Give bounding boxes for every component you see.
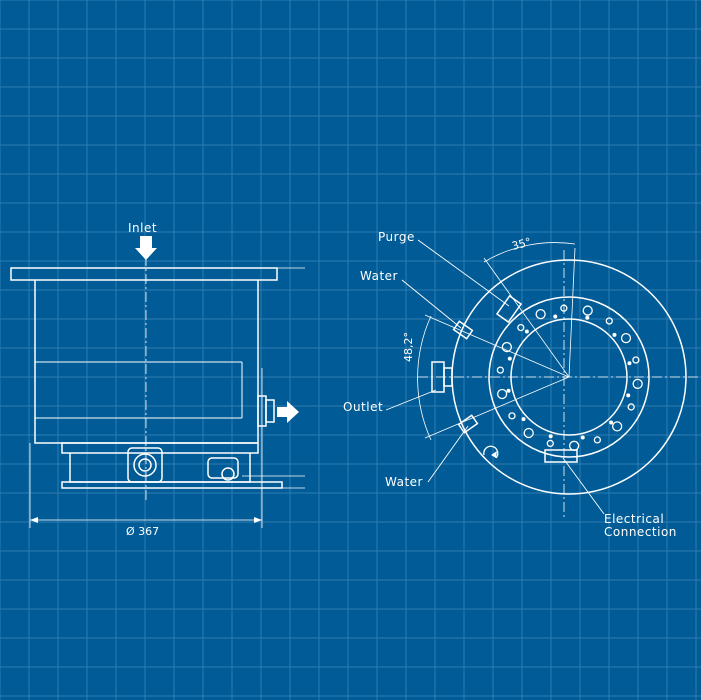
- angle-ray-2: [568, 247, 576, 378]
- small-hole: [612, 332, 617, 337]
- bolt-hole: [627, 403, 635, 411]
- inlet-arrow-icon: [135, 236, 157, 260]
- electrical-leader: [562, 457, 605, 515]
- top-view: [385, 239, 700, 520]
- side-view: [10, 238, 305, 528]
- diameter-label: Ø 367: [126, 525, 159, 538]
- angle-ray-1: [483, 257, 570, 378]
- electrical-label-line2: Connection: [604, 525, 677, 539]
- small-hole: [507, 356, 512, 361]
- bolt-hole: [517, 323, 525, 332]
- angle-ray-4: [424, 376, 570, 439]
- top-flange: [10, 267, 278, 281]
- dim-arrow-left: [30, 517, 38, 523]
- small-hole: [627, 361, 632, 366]
- bolt-hole: [508, 412, 516, 420]
- small-hole: [626, 393, 631, 398]
- purge-port: [495, 294, 523, 324]
- small-hole: [506, 388, 511, 393]
- dim-arrow-right: [254, 517, 262, 523]
- inlet-label: Inlet: [128, 221, 157, 235]
- bolt-hole: [546, 439, 554, 448]
- bolt-hole: [523, 427, 534, 439]
- electrical-connection-port: [544, 449, 578, 463]
- bolt-hole: [632, 356, 640, 364]
- water-bottom-leader: [427, 425, 469, 483]
- small-hole: [553, 314, 558, 319]
- bolt-hole: [535, 308, 546, 320]
- purge-label: Purge: [378, 230, 415, 244]
- bolt-hole: [632, 378, 643, 390]
- angle-left-label: 48,2°: [402, 332, 415, 362]
- bolt-holes: [496, 304, 643, 451]
- bolt-hole: [568, 440, 580, 451]
- bolt-hole: [620, 332, 632, 344]
- connector-ring: [133, 453, 157, 477]
- outlet-arrow-icon: [277, 401, 299, 423]
- water-port-bottom: [457, 414, 479, 434]
- small-hole: [521, 417, 526, 422]
- angle-arc-left: [417, 315, 432, 441]
- angle-ray-3: [424, 314, 570, 378]
- outlet-label: Outlet: [343, 400, 383, 414]
- bolt-hole: [560, 304, 568, 312]
- small-hole: [585, 315, 590, 320]
- small-hole: [524, 329, 529, 334]
- bore-circle: [510, 318, 628, 436]
- outlet-port-side: [265, 399, 275, 423]
- outlet-leader: [385, 389, 437, 411]
- angle-top-label: 35°: [510, 235, 532, 253]
- small-hole: [609, 420, 614, 425]
- bolt-hole: [605, 317, 613, 325]
- bolt-hole: [582, 305, 593, 316]
- water-top-label: Water: [360, 269, 398, 283]
- water-top-leader: [401, 279, 462, 329]
- purge-leader: [417, 239, 510, 307]
- water-port-top: [452, 320, 474, 340]
- small-hole: [548, 434, 553, 439]
- rotation-symbol-icon: [483, 445, 499, 459]
- water-fitting-ring: [221, 467, 235, 481]
- bolt-hole: [496, 388, 508, 400]
- bolt-ring-circle: [488, 296, 650, 458]
- electrical-label-line1: Electrical: [604, 512, 664, 526]
- angle-arc-top: [483, 242, 576, 263]
- bolt-hole: [501, 341, 512, 353]
- outlet-port-top: [431, 361, 453, 393]
- bolt-hole: [612, 421, 623, 432]
- bolt-hole: [593, 436, 602, 444]
- lower-ring: [61, 442, 259, 454]
- base-plate: [61, 481, 283, 489]
- water-bottom-label: Water: [385, 475, 423, 489]
- bolt-hole: [496, 366, 504, 374]
- connector-core: [138, 458, 152, 472]
- small-hole: [580, 435, 585, 440]
- electrical-connector-side: [127, 447, 163, 483]
